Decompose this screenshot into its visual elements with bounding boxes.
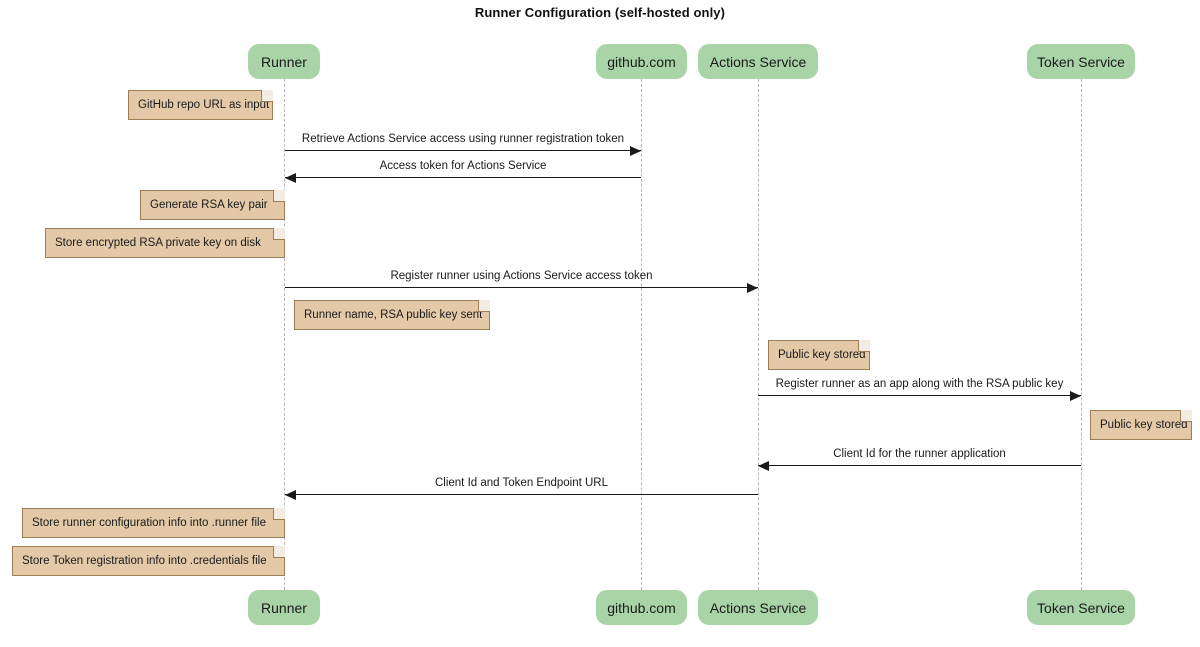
note-store-token-registration-label: Store Token registration info into .cred…	[22, 555, 267, 567]
msg-register-app-pubkey-arrowhead	[1070, 390, 1081, 401]
msg-register-runner-label: Register runner using Actions Service ac…	[390, 270, 653, 282]
note-fold-corner-icon	[478, 300, 490, 312]
note-runner-name-pubkey[interactable]: Runner name, RSA public key sent	[294, 300, 490, 330]
msg-access-token-label: Access token for Actions Service	[379, 160, 547, 172]
msg-retrieve-actions-access-arrowhead	[630, 145, 641, 156]
note-public-key-stored-2[interactable]: Public key stored	[1090, 410, 1192, 440]
participant-token-top[interactable]: Token Service	[1027, 44, 1135, 79]
note-store-private-key[interactable]: Store encrypted RSA private key on disk	[45, 228, 285, 258]
note-public-key-stored-1-label: Public key stored	[778, 349, 866, 361]
note-store-runner-config-label: Store runner configuration info into .ru…	[32, 517, 266, 529]
lifeline-runner	[284, 79, 285, 590]
msg-register-runner-arrowhead	[747, 282, 758, 293]
note-public-key-stored-1[interactable]: Public key stored	[768, 340, 870, 370]
note-fold-corner-icon	[273, 190, 285, 202]
msg-client-id-runner-app-label: Client Id for the runner application	[833, 448, 1006, 460]
note-github-repo-url[interactable]: GitHub repo URL as input	[128, 90, 273, 120]
msg-register-app-pubkey-label: Register runner as an app along with the…	[775, 378, 1064, 390]
msg-register-app-pubkey-line	[758, 395, 1081, 396]
participant-github-bottom[interactable]: github.com	[596, 590, 687, 625]
note-public-key-stored-2-label: Public key stored	[1100, 419, 1188, 431]
note-runner-name-pubkey-label: Runner name, RSA public key sent	[304, 309, 483, 321]
msg-retrieve-actions-access-line	[285, 150, 641, 151]
note-store-runner-config[interactable]: Store runner configuration info into .ru…	[22, 508, 285, 538]
participant-token-bottom[interactable]: Token Service	[1027, 590, 1135, 625]
note-fold-corner-icon	[273, 508, 285, 520]
note-generate-rsa[interactable]: Generate RSA key pair	[140, 190, 285, 220]
msg-client-id-runner-app-arrowhead	[758, 460, 769, 471]
participant-runner-top[interactable]: Runner	[248, 44, 320, 79]
msg-client-id-token-endpoint-line	[285, 494, 758, 495]
msg-access-token-arrowhead	[285, 172, 296, 183]
participant-actions-bottom[interactable]: Actions Service	[698, 590, 818, 625]
note-generate-rsa-label: Generate RSA key pair	[150, 199, 268, 211]
msg-register-runner-line	[285, 287, 758, 288]
note-fold-corner-icon	[261, 90, 273, 102]
note-fold-corner-icon	[273, 228, 285, 240]
note-fold-corner-icon	[858, 340, 870, 352]
participant-actions-top[interactable]: Actions Service	[698, 44, 818, 79]
lifeline-github	[641, 79, 642, 590]
note-github-repo-url-label: GitHub repo URL as input	[138, 99, 270, 111]
note-fold-corner-icon	[1180, 410, 1192, 422]
msg-client-id-runner-app-line	[758, 465, 1081, 466]
page-title: Runner Configuration (self-hosted only)	[474, 5, 726, 20]
msg-client-id-token-endpoint-arrowhead	[285, 489, 296, 500]
msg-client-id-token-endpoint-label: Client Id and Token Endpoint URL	[434, 477, 609, 489]
msg-retrieve-actions-access-label: Retrieve Actions Service access using ru…	[301, 133, 625, 145]
lifeline-actions	[758, 79, 759, 590]
lifeline-token	[1081, 79, 1082, 590]
participant-github-top[interactable]: github.com	[596, 44, 687, 79]
note-store-private-key-label: Store encrypted RSA private key on disk	[55, 237, 261, 249]
msg-access-token-line	[285, 177, 641, 178]
note-fold-corner-icon	[273, 546, 285, 558]
note-store-token-registration[interactable]: Store Token registration info into .cred…	[12, 546, 285, 576]
participant-runner-bottom[interactable]: Runner	[248, 590, 320, 625]
